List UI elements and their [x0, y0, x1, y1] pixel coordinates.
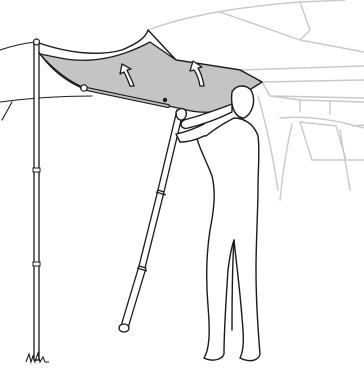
- awning: [36, 30, 262, 112]
- pole-section-middle: [138, 190, 164, 272]
- person-figure: [176, 86, 260, 361]
- roof-rack: [270, 96, 364, 114]
- pole-joint-lower: [33, 262, 40, 266]
- rope-left-lower: [0, 96, 92, 102]
- vehicle-body: [258, 96, 364, 200]
- awning-end-cap: [81, 85, 87, 91]
- vehicle-window: [300, 122, 346, 160]
- pole-shaft: [34, 42, 39, 360]
- rope-left-edge: [2, 102, 12, 120]
- pole-section-lower: [121, 266, 146, 328]
- person-hand: [176, 109, 186, 121]
- telescopic-pole: [119, 110, 183, 332]
- pole-joint-upper: [33, 168, 40, 172]
- person-head: [232, 86, 254, 118]
- vehicle-door-edge: [340, 125, 364, 190]
- pole-top-knob: [34, 39, 40, 45]
- roof-tent-ridge: [220, 2, 364, 52]
- awning-clip: [163, 98, 167, 102]
- support-pole-vertical: [26, 39, 49, 362]
- pole-foot: [119, 324, 129, 332]
- roof-tent-shell: [148, 0, 364, 70]
- pole-section-upper: [157, 110, 183, 196]
- person-leg-divider: [232, 240, 234, 330]
- person-body: [196, 118, 260, 361]
- rope-left-upper: [0, 42, 36, 50]
